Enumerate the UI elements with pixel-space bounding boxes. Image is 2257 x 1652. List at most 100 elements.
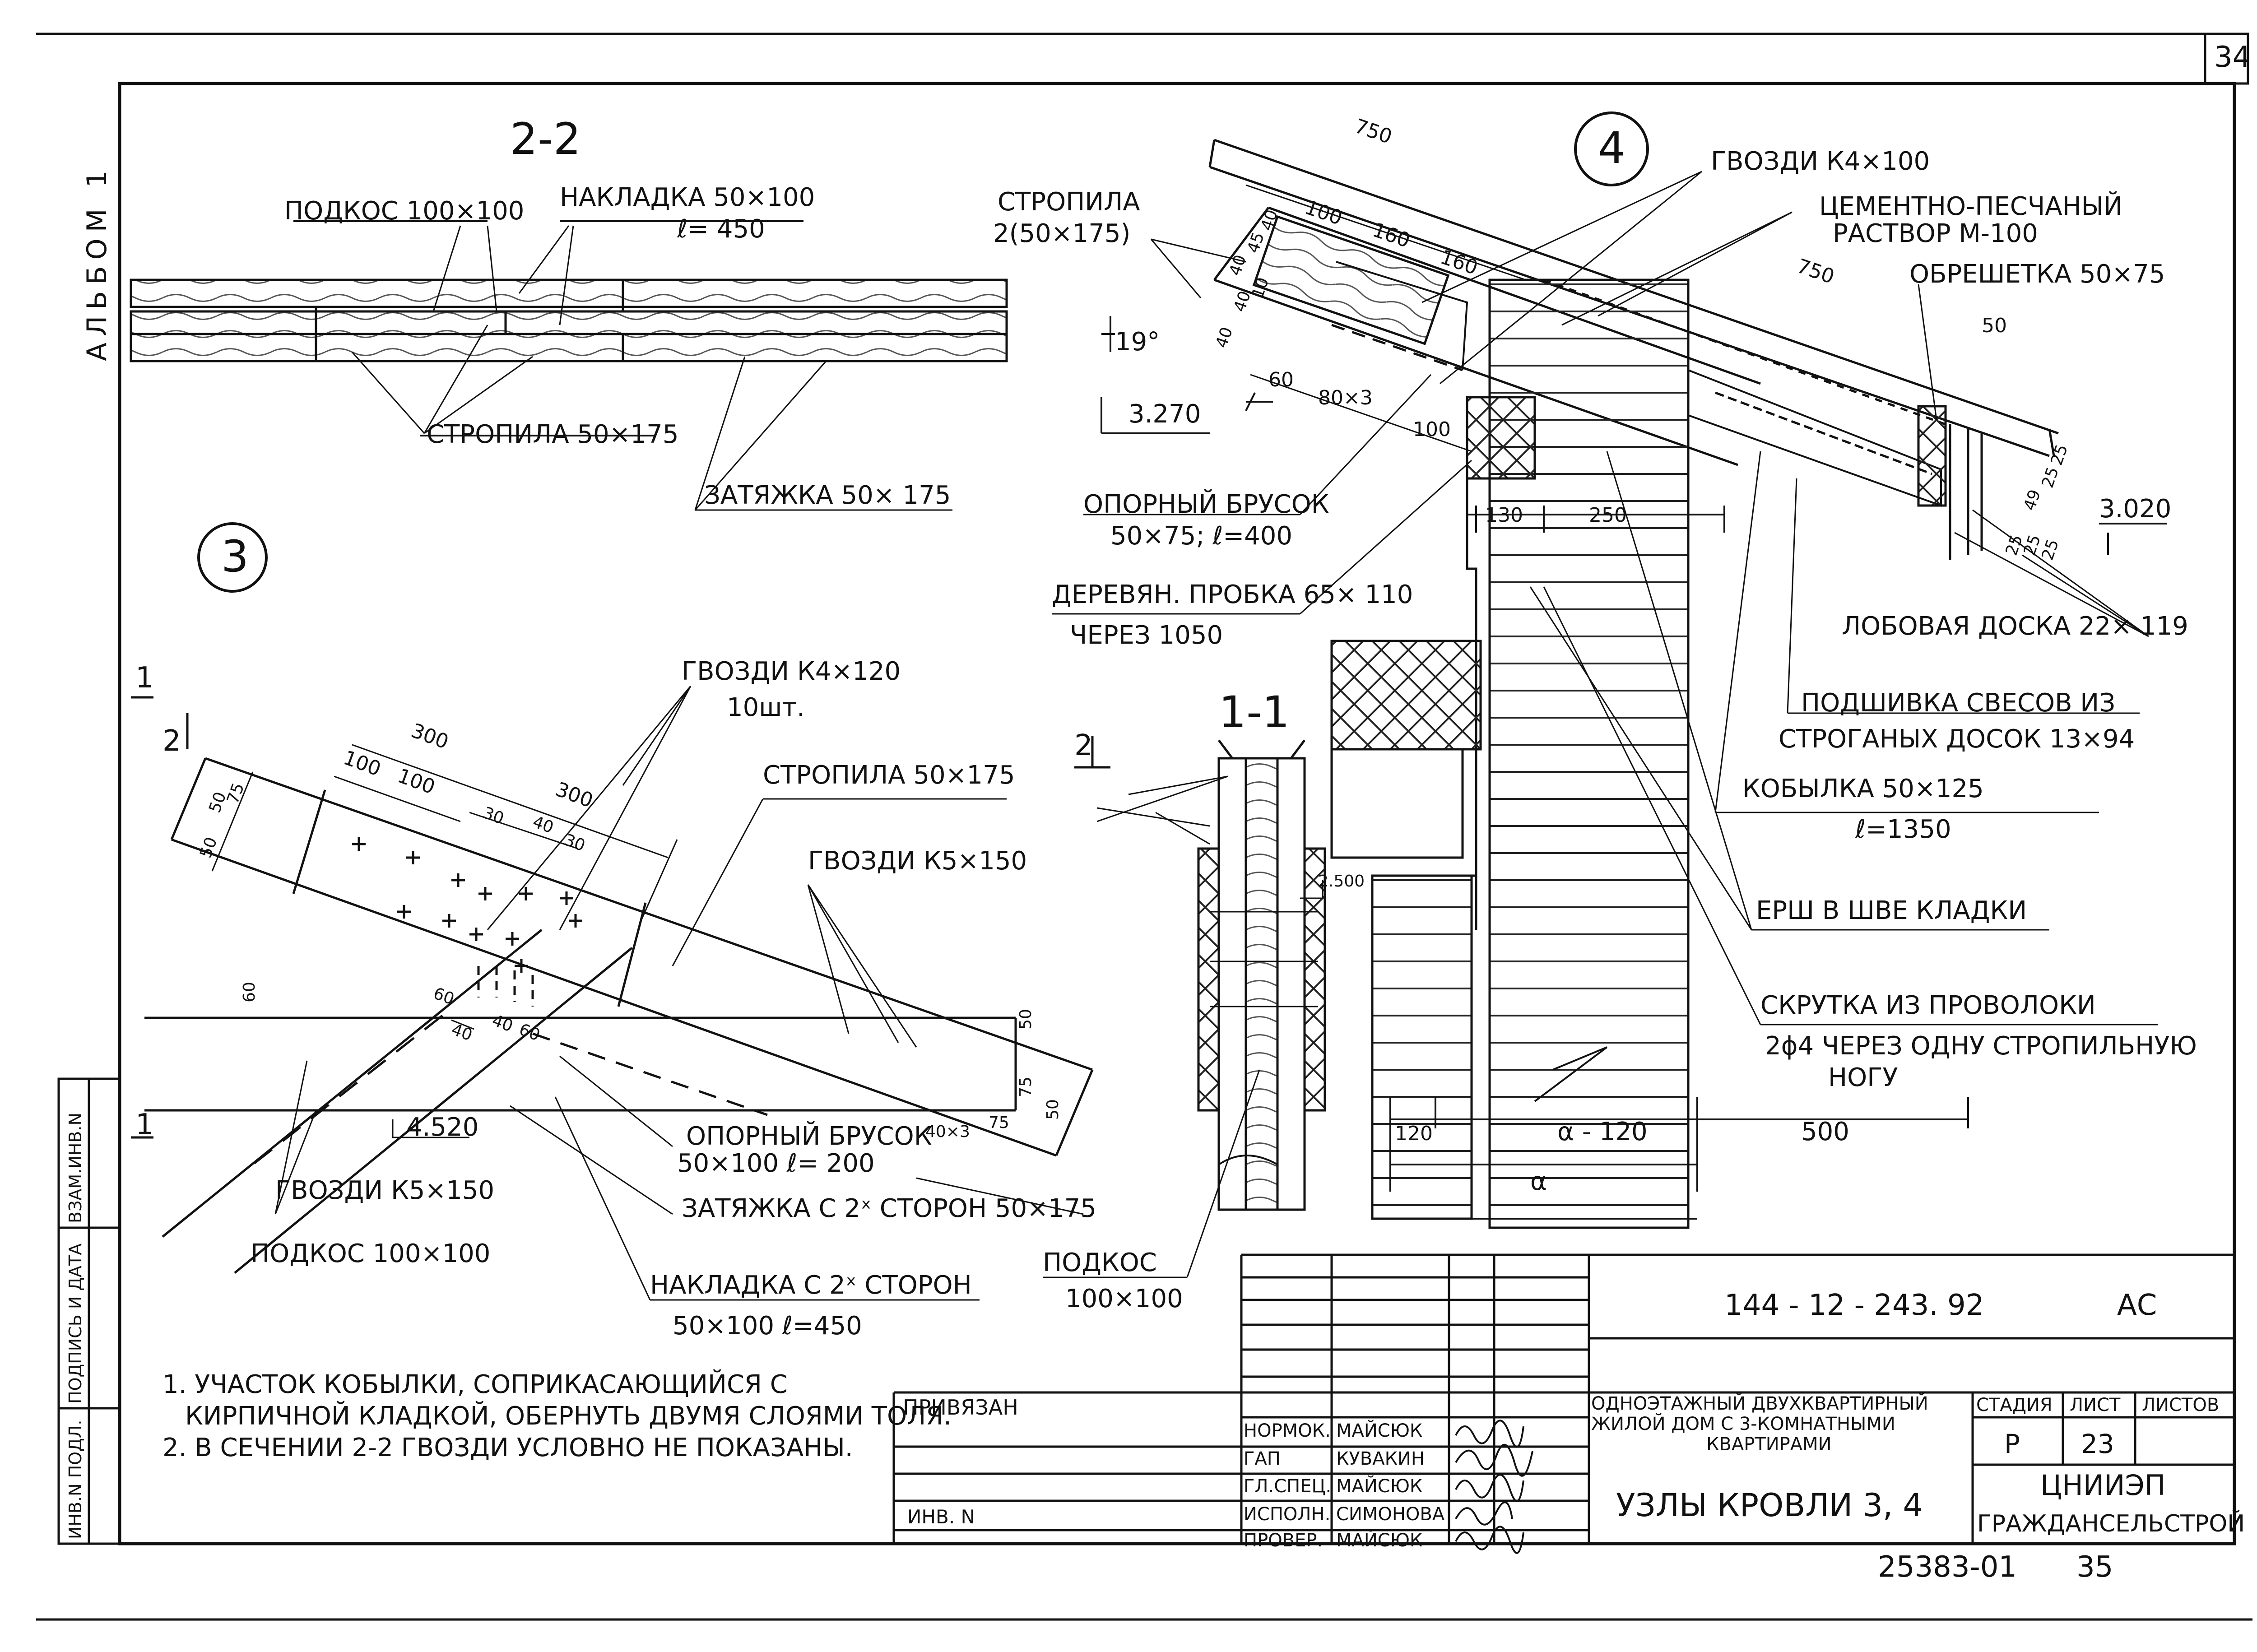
label-stropila-3: СТРОПИЛА 50×175	[763, 761, 1015, 790]
bottom-code: 25383-01	[1878, 1550, 2017, 1584]
label-nakladka-len: ℓ= 450	[677, 214, 765, 244]
label-podkos-1: ПОДКОС	[1043, 1248, 1157, 1277]
tb-role-3: ГЛ.СПЕЦ.	[1244, 1476, 1332, 1497]
label-ersh: ЕРШ В ШВЕ КЛАДКИ	[1756, 896, 2027, 925]
dim-250: 250	[1589, 504, 1627, 527]
tb-name-3: МАЙСЮК	[1336, 1476, 1423, 1497]
label-skrutka-2: 2ϕ4 ЧЕРЕЗ ОДНУ СТРОПИЛЬНУЮ	[1765, 1031, 2197, 1061]
label-gvozdi-k4-count: 10шт.	[727, 693, 805, 722]
label-gvozdi-k4: ГВОЗДИ К4×120	[682, 657, 901, 686]
label-zatyazhka-3: ЗАТЯЖКА С 2ˣ СТОРОН 50×175	[682, 1194, 1096, 1223]
label-nakladka: НАКЛАДКА 50×100	[560, 183, 815, 212]
elev-3020: 3.020	[2099, 494, 2172, 524]
label-probka: ДЕРЕВЯН. ПРОБКА 65× 110	[1052, 580, 1413, 609]
tb-org-1: ЦНИИЭП	[2040, 1469, 2166, 1502]
tb-sheet-title: УЗЛЫ КРОВЛИ 3, 4	[1616, 1487, 1923, 1524]
section-1-1-title: 1-1	[1219, 687, 1290, 738]
tb-role-2: ГАП	[1244, 1448, 1281, 1469]
dim-80x3: 80×3	[1318, 386, 1373, 409]
section-1-1-graphic	[1043, 736, 1326, 1278]
tb-project-3: КВАРТИРАМИ	[1706, 1434, 1832, 1455]
elev-4520: 4.520	[406, 1113, 479, 1142]
title-block-lines	[892, 1253, 2234, 1544]
page-number: 34	[2214, 41, 2251, 74]
label-podshivka-2: СТРОГАНЫХ ДОСОК 13×94	[1779, 724, 2135, 754]
tb-privyazan: ПРИВЯЗАН	[903, 1395, 1018, 1420]
label-stropila-4-size: 2(50×175)	[993, 219, 1131, 248]
label-gvozdi-4: ГВОЗДИ К4×100	[1711, 147, 1930, 176]
tb-project-2: ЖИЛОЙ ДОМ С 3-КОМНАТНЫМИ	[1591, 1414, 1895, 1434]
label-nakladka-3: НАКЛАДКА С 2ˣ СТОРОН	[650, 1271, 972, 1300]
signature-5	[1455, 1526, 1524, 1554]
elev-3270: 3.270	[1128, 399, 1201, 429]
label-stropila: СТРОПИЛА 50×175	[427, 420, 679, 449]
label-opor-brusok-3-size: 50×100 ℓ= 200	[677, 1149, 875, 1178]
tb-role-1: НОРМОК.	[1244, 1420, 1331, 1441]
dim-500: 500	[1801, 1117, 1849, 1146]
node-4-marker: 4	[1598, 123, 1626, 173]
label-nakladka-3-size: 50×100 ℓ=450	[673, 1311, 862, 1341]
dim-100b-4: 100	[1413, 418, 1451, 441]
label-opor-brusok-4: ОПОРНЫЙ БРУСОК	[1083, 490, 1329, 519]
label-rastvor-2: РАСТВОР М-100	[1833, 219, 2038, 248]
section-2-2-graphic	[130, 220, 1008, 511]
cut-1-bottom: 1	[135, 1108, 154, 1142]
dim-50-4: 50	[1982, 314, 2007, 337]
label-skrutka-1: СКРУТКА ИЗ ПРОВОЛОКИ	[1760, 991, 2096, 1020]
label-probka-step: ЧЕРЕЗ 1050	[1070, 621, 1223, 650]
tb-list-header: ЛИСТ	[2070, 1395, 2121, 1415]
label-skrutka-3: НОГУ	[1828, 1063, 1898, 1092]
signature-2	[1455, 1443, 1533, 1477]
dim-130: 130	[1485, 504, 1523, 527]
tb-name-4: СИМОНОВА	[1336, 1504, 1445, 1525]
label-podkos: ПОДКОС 100×100	[284, 196, 525, 226]
signature-4	[1455, 1501, 1513, 1526]
tb-listov-header: ЛИСТОВ	[2142, 1395, 2220, 1415]
label-obreshetka: ОБРЕШЕТКА 50×75	[1909, 260, 2165, 289]
cut-2: 2	[163, 724, 181, 758]
label-gvozdi-k5-lower: ГВОЗДИ К5×150	[275, 1176, 495, 1205]
tb-doc-code: 144 - 12 - 243. 92	[1724, 1289, 1984, 1322]
note-2: 2. В СЕЧЕНИИ 2-2 ГВОЗДИ УСЛОВНО НЕ ПОКАЗ…	[163, 1433, 853, 1462]
label-kobylka-len: ℓ=1350	[1855, 815, 1951, 844]
cut-2-section: 2	[1074, 729, 1093, 762]
label-opor-brusok-4-size: 50×75; ℓ=400	[1110, 521, 1293, 551]
inner-frame	[118, 82, 2236, 1545]
tb-org-2: ГРАЖДАНСЕЛЬСТРОЙ	[1977, 1510, 2245, 1537]
angle-19: 19°	[1115, 327, 1160, 357]
dim-75c: 75	[989, 1114, 1009, 1132]
label-zatyazhka: ЗАТЯЖКА 50× 175	[704, 481, 951, 510]
tb-stage-header: СТАДИЯ	[1976, 1395, 2053, 1415]
tb-name-5: МАЙСЮК	[1336, 1530, 1423, 1551]
label-lobovaya: ЛОБОВАЯ ДОСКА 22× 119	[1842, 612, 2188, 641]
dim-a: α	[1530, 1167, 1547, 1196]
tb-project-1: ОДНОЭТАЖНЫЙ ДВУХКВАРТИРНЫЙ	[1591, 1393, 1928, 1414]
bottom-page: 35	[2076, 1550, 2113, 1584]
tb-inv-n: ИНВ. N	[907, 1506, 975, 1528]
signature-3	[1455, 1474, 1524, 1502]
label-podkos-3: ПОДКОС 100×100	[251, 1239, 491, 1268]
label-podshivka-1: ПОДШИВКА СВЕСОВ ИЗ	[1801, 688, 2116, 718]
label-gvozdi-k5: ГВОЗДИ К5×150	[808, 846, 1027, 876]
tb-list: 23	[2081, 1429, 2114, 1459]
section-2-2-title: 2-2	[510, 114, 581, 164]
tb-doc-mark: АС	[2117, 1289, 2157, 1322]
label-rastvor-1: ЦЕМЕНТНО-ПЕСЧАНЫЙ	[1819, 192, 2122, 221]
dim-60-4: 60	[1268, 368, 1294, 391]
node-3-marker: 3	[221, 531, 249, 582]
tb-role-5: ПРОВЕР.	[1244, 1530, 1323, 1551]
node-3-graphic	[131, 522, 1094, 1301]
label-opor-brusok-3: ОПОРНЫЙ БРУСОК	[686, 1122, 932, 1151]
tb-role-4: ИСПОЛН.	[1244, 1504, 1331, 1525]
tb-stage: Р	[2004, 1429, 2020, 1459]
tb-name-2: КУВАКИН	[1336, 1448, 1425, 1469]
label-podkos-1-size: 100×100	[1065, 1284, 1183, 1313]
dim-120: 120	[1395, 1122, 1433, 1145]
page-number-box	[2204, 32, 2249, 85]
label-kobylka: КОБЫЛКА 50×125	[1742, 774, 1984, 803]
node-4-graphic	[1052, 111, 2167, 1229]
note-1b: КИРПИЧНОЙ КЛАДКОЙ, ОБЕРНУТЬ ДВУМЯ СЛОЯМИ…	[185, 1401, 952, 1431]
